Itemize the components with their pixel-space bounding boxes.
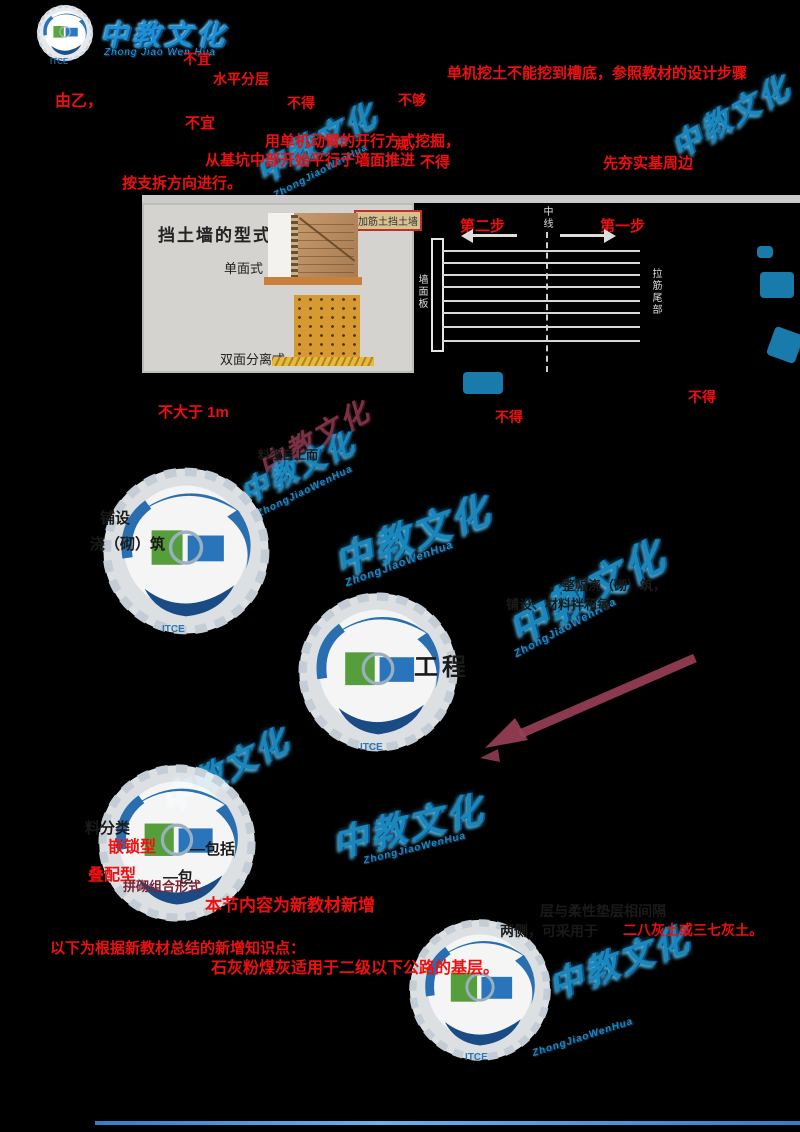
figure2-tie-line (442, 250, 640, 252)
figure2-tie-line (442, 312, 640, 314)
figure1-sky-area (268, 213, 294, 279)
figure2-tie-line (442, 262, 640, 264)
highlight-fragment: 不大于 1m (158, 404, 229, 421)
arrow-right-icon (604, 229, 616, 243)
figure2-wall-panel-rect (431, 238, 444, 352)
highlight-fragment: 不得 (688, 389, 716, 405)
figure1-double-wall (294, 295, 360, 357)
highlight-fragment: 以下为根据新教材总结的新增知识点： (50, 940, 306, 957)
body-text-fragment: —包 (163, 869, 194, 886)
highlight-fragment: 不宜 (185, 115, 216, 132)
brand-tagline: Zhong Jiao Wen Hua (104, 47, 216, 58)
watermark-text: 中教文化 (329, 488, 498, 585)
highlight-fragment: 从基坑中部开始平行于墙面推进 (205, 152, 416, 169)
highlight-fragment: 规， (396, 137, 423, 152)
figure-top-strip (142, 195, 800, 203)
highlight-fragment: 不宜 (183, 51, 211, 67)
figure1-label-single: 单面式 (224, 261, 264, 276)
highlight-fragment: 用单机动臂的开行方式挖掘， (265, 133, 461, 150)
brand-logo-subtext: ITCE (50, 57, 69, 66)
highlight-fragment: 按支拆方向进行。 (122, 175, 243, 192)
watermark-logo-subtext: ITCE (162, 624, 185, 635)
watermark-logo-subtext: ITCE (360, 742, 383, 753)
watermark-blob (765, 325, 800, 365)
highlight-fragment: 二八灰土或三七灰土。 (623, 922, 763, 938)
body-text-fragment: 工程 (414, 654, 470, 681)
body-text-fragment: 层与柔性垫层相间隔 (540, 903, 666, 919)
figure2-tie-line (442, 340, 640, 342)
highlight-fragment: 不得 (495, 409, 523, 425)
figure1-double-base (272, 357, 374, 366)
highlight-fragment: 不得 (420, 154, 451, 171)
highlight-fragment: 不得 (287, 95, 315, 111)
body-text-fragment: 铺设、材料拌和每 (506, 597, 611, 612)
highlight-fragment: 本节内容为新教材新增 (205, 896, 375, 915)
body-text-fragment: 铺设 (100, 510, 131, 527)
retaining-wall-figure: 挡土墙的型式 加筋土挡土墙 单面式 双面分离式 (142, 203, 422, 373)
watermark-blob (757, 246, 773, 258)
figure1-ground-base (264, 277, 362, 285)
body-text-fragment: 料分类 (85, 820, 131, 837)
brand-title: 中教文化 (100, 20, 229, 51)
figure2-tie-line (442, 300, 640, 302)
darkred-text-fragment: 拼砌组合形式 (123, 879, 202, 894)
figure1-soil-slope (294, 213, 358, 279)
figure2-centerline-dash (546, 232, 548, 372)
highlight-fragment: 不够 (398, 92, 426, 108)
arrow-left-icon (473, 234, 517, 237)
figure1-label-double: 双面分离式 (220, 352, 286, 367)
figure2-wall-panel-label: 墙面板 (416, 274, 427, 310)
figure2-tie-line (442, 286, 640, 288)
watermark-logo-subtext: ITCE (465, 1052, 488, 1063)
figure1-title: 挡土墙的型式 (158, 226, 272, 245)
body-text-fragment: 、整幅浇（砌）筑， (549, 578, 667, 593)
body-text-fragment: 浇（砌）筑 (90, 536, 166, 553)
body-text-fragment: —包括 (190, 841, 236, 858)
highlight-fragment: 石灰粉煤灰适用于二级以下公路的基层。 (211, 960, 500, 977)
body-text-fragment: 两侧，可采用于 (500, 923, 598, 939)
watermark-blob (463, 372, 503, 394)
watermark-blob (760, 272, 794, 298)
figure2-tie-tail-label: 拉筋尾部 (650, 268, 661, 316)
figure2-tie-line (442, 274, 640, 276)
arrow-right-icon (560, 234, 604, 237)
annotation-arrow-icon (480, 653, 697, 762)
figure2-tie-line (442, 326, 640, 328)
figure1-wall-facing (291, 215, 298, 277)
brand-logo-icon (36, 4, 94, 62)
highlight-term: 叠配型 (88, 867, 137, 884)
arrow-left-icon (461, 229, 473, 243)
highlight-fragment: 由乙， (55, 93, 104, 110)
highlight-fragment: 水平分层 (213, 71, 269, 87)
figure1-reinforcement-rows (298, 217, 354, 275)
figure1-tag: 加筋土挡土墙 (354, 210, 422, 231)
highlight-term: 嵌锁型 (108, 839, 157, 856)
highlight-fragment: 先夯实基周边 (603, 155, 694, 172)
figure2-centerline-label: 中线 (541, 206, 552, 230)
body-text-fragment: 料须自上而 (258, 448, 319, 462)
page-bottom-rule (95, 1121, 800, 1125)
highlight-fragment: 单机挖土不能挖到槽底，参照教材的设计步骤 (447, 65, 748, 82)
